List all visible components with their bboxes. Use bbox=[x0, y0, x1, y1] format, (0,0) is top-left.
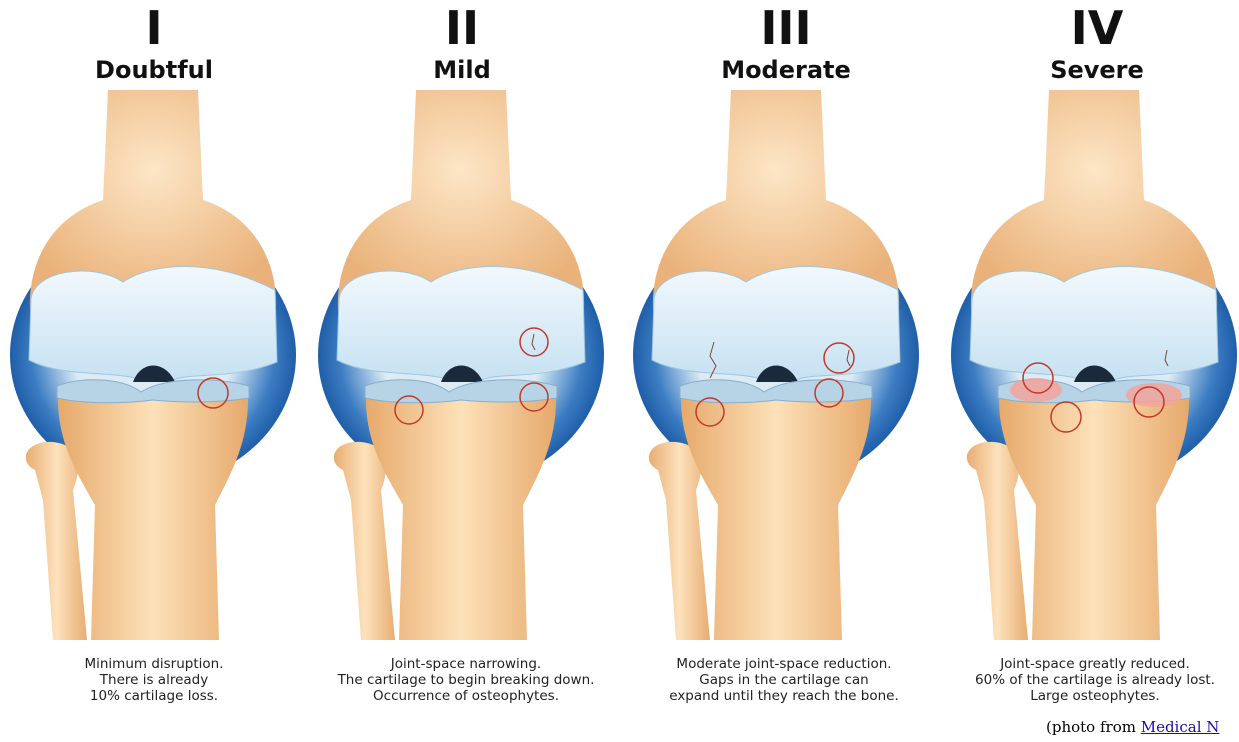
caption-line: expand until they reach the bone. bbox=[624, 688, 944, 704]
caption-line: Minimum disruption. bbox=[0, 656, 314, 672]
femoral-cartilage bbox=[970, 266, 1218, 380]
femoral-cartilage bbox=[337, 266, 585, 380]
stage-4-name: Severe bbox=[947, 56, 1239, 84]
credit-prefix: (photo from bbox=[1046, 718, 1141, 736]
stage-2-caption: Joint-space narrowing. The cartilage to … bbox=[306, 656, 626, 704]
stage-1-caption: Minimum disruption. There is already 10%… bbox=[0, 656, 314, 704]
tibia bbox=[999, 395, 1189, 640]
stage-3-name: Moderate bbox=[636, 56, 936, 84]
stage-4-caption: Joint-space greatly reduced. 60% of the … bbox=[935, 656, 1239, 704]
knee-joint-3 bbox=[633, 90, 919, 640]
caption-line: 60% of the cartilage is already lost. bbox=[935, 672, 1239, 688]
caption-line: Moderate joint-space reduction. bbox=[624, 656, 944, 672]
stage-3-caption: Moderate joint-space reduction. Gaps in … bbox=[624, 656, 944, 704]
knee-joint-1 bbox=[10, 90, 296, 640]
caption-line: Occurrence of osteophytes. bbox=[306, 688, 626, 704]
stage-1-numeral: I bbox=[4, 2, 304, 54]
photo-credit: (photo from Medical N bbox=[1046, 718, 1239, 736]
caption-line: Gaps in the cartilage can bbox=[624, 672, 944, 688]
stage-2-numeral: II bbox=[312, 2, 612, 54]
inflamed-area bbox=[1010, 378, 1062, 402]
caption-line: Joint-space greatly reduced. bbox=[935, 656, 1239, 672]
caption-line: The cartilage to begin breaking down. bbox=[306, 672, 626, 688]
stage-3-numeral: III bbox=[636, 2, 936, 54]
caption-line: There is already bbox=[0, 672, 314, 688]
credit-link[interactable]: Medical N bbox=[1141, 718, 1220, 736]
tibia bbox=[681, 395, 871, 640]
stage-1-name: Doubtful bbox=[4, 56, 304, 84]
caption-line: Joint-space narrowing. bbox=[306, 656, 626, 672]
tibia bbox=[366, 395, 556, 640]
tibia bbox=[58, 395, 248, 640]
stage-4-numeral: IV bbox=[947, 2, 1239, 54]
femoral-cartilage bbox=[652, 266, 900, 380]
stage-2-name: Mild bbox=[312, 56, 612, 84]
femoral-cartilage bbox=[29, 266, 277, 380]
caption-line: Large osteophytes. bbox=[935, 688, 1239, 704]
knee-joint-4 bbox=[951, 90, 1237, 640]
knee-joint-2 bbox=[318, 90, 604, 640]
caption-line: 10% cartilage loss. bbox=[0, 688, 314, 704]
